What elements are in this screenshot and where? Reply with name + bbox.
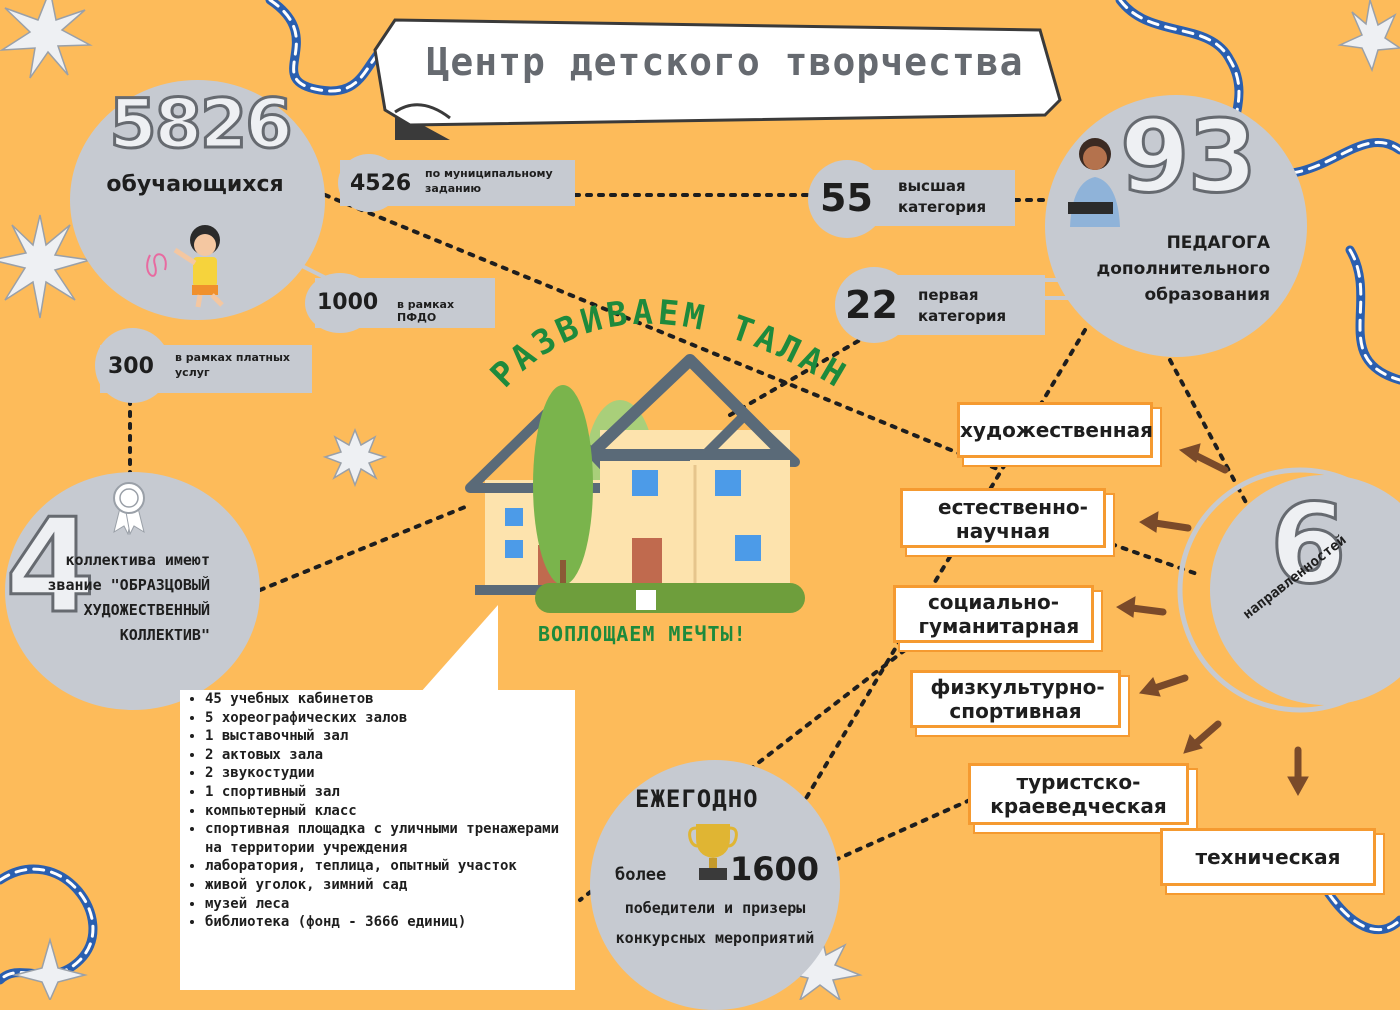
page-title: Центр детского творчества (426, 40, 1024, 84)
collectives-label: коллектива имеют звание "ОБРАЗЦОВЫЙ ХУДО… (47, 551, 210, 644)
sparkle-icon (12, 937, 88, 1000)
arrow-icon (1183, 720, 1222, 754)
yearly-bubble (590, 760, 840, 1010)
facility-item: 1 выставочный зал (205, 727, 575, 746)
ribbon-award-icon (113, 482, 145, 535)
facility-item: 1 спортивный зал (205, 783, 575, 802)
stat-value: 4526 (350, 171, 412, 196)
teachers-label: ПЕДАГОГА дополнительного образования (1096, 233, 1270, 305)
direction-card-technical: техническая (1160, 828, 1376, 886)
yearly-number: 1600 (730, 850, 820, 888)
center-subtitle: ВОПЛОЩАЕМ МЕЧТЫ! (538, 622, 747, 646)
facility-item: компьютерный класс (205, 802, 575, 821)
arrow-icon (1139, 674, 1189, 697)
category-pill-first: 22 первая категория (835, 267, 1045, 343)
facilities-list: 45 учебных кабинетов5 хореографических з… (180, 690, 575, 932)
facility-item: музей леса (205, 895, 575, 914)
facilities-card: 45 учебных кабинетов5 хореографических з… (180, 690, 575, 990)
students-number: 5826 (108, 84, 294, 166)
sparkle-icon (322, 427, 388, 488)
arrow-icon (1116, 596, 1167, 618)
teachers-number: 93 (1118, 97, 1258, 217)
sparkle-icon (0, 214, 91, 319)
direction-label: естественно-научная (938, 495, 1088, 543)
direction-label: социально-гуманитарная (918, 590, 1080, 638)
arrow-icon (1287, 746, 1309, 797)
direction-label: физкультурно-спортивная (930, 675, 1105, 723)
directions-bubble (1210, 475, 1400, 705)
stat-pill-paid: 300 в рамках платных услуг (95, 328, 312, 403)
facility-item: живой уголок, зимний сад (205, 876, 575, 895)
stat-pill-pfdo: 1000 в рамках ПФДО (305, 273, 495, 333)
facility-item: 2 звукостудии (205, 764, 575, 783)
collectives-number: 4 (3, 489, 96, 644)
direction-card-art: художественная (957, 402, 1153, 458)
category-value: 22 (845, 283, 898, 327)
category-label: высшая категория (898, 177, 987, 216)
facility-item: 5 хореографических залов (205, 709, 575, 728)
arrow-icon (1139, 511, 1192, 533)
directions-number: 6 (1269, 479, 1349, 610)
sparkle-icon (0, 0, 93, 79)
direction-label: туристско-краеведческая (990, 770, 1167, 818)
sparkle-icon (1337, 0, 1400, 73)
stat-label: в рамках платных услуг (175, 351, 290, 379)
stat-label: в рамках ПФДО (397, 298, 455, 324)
category-label: первая категория (918, 286, 1007, 325)
stat-pill-municipal: 4526 по муниципальному заданию (338, 154, 575, 212)
direction-card-science: естественно-научная (900, 488, 1106, 548)
teacher-icon (1068, 138, 1120, 227)
house-icon (465, 354, 805, 613)
facility-item: библиотека (фонд - 3666 единиц) (205, 913, 575, 932)
title-ribbon (373, 18, 1062, 140)
stat-value: 1000 (317, 290, 379, 315)
facility-item: спортивная площадка с уличными тренажера… (205, 820, 575, 857)
direction-label: техническая (1195, 845, 1341, 869)
yearly-heading: ЕЖЕГОДНО (635, 785, 759, 813)
facility-item: лаборатория, теплица, опытный участок (205, 857, 575, 876)
stat-label: по муниципальному заданию (425, 167, 553, 195)
category-value: 55 (820, 176, 873, 220)
girl-gymnast-icon (146, 225, 224, 308)
facility-item: 45 учебных кабинетов (205, 690, 575, 709)
yearly-label: победители и призеры конкурсных мероприя… (615, 899, 815, 947)
direction-label: художественная (960, 418, 1153, 442)
direction-card-tourism: туристско-краеведческая (968, 763, 1189, 825)
students-label: обучающихся (106, 172, 284, 197)
arrow-icon (1178, 443, 1229, 474)
facility-item: 2 актовых зала (205, 746, 575, 765)
direction-card-social: социально-гуманитарная (893, 585, 1094, 643)
category-pill-high: 55 высшая категория (808, 160, 1015, 238)
yearly-prefix: более (615, 865, 667, 885)
speech-bubble-tail (420, 605, 498, 693)
direction-card-sport: физкультурно-спортивная (910, 670, 1121, 728)
stat-value: 300 (108, 354, 154, 379)
trophy-icon (688, 824, 738, 880)
